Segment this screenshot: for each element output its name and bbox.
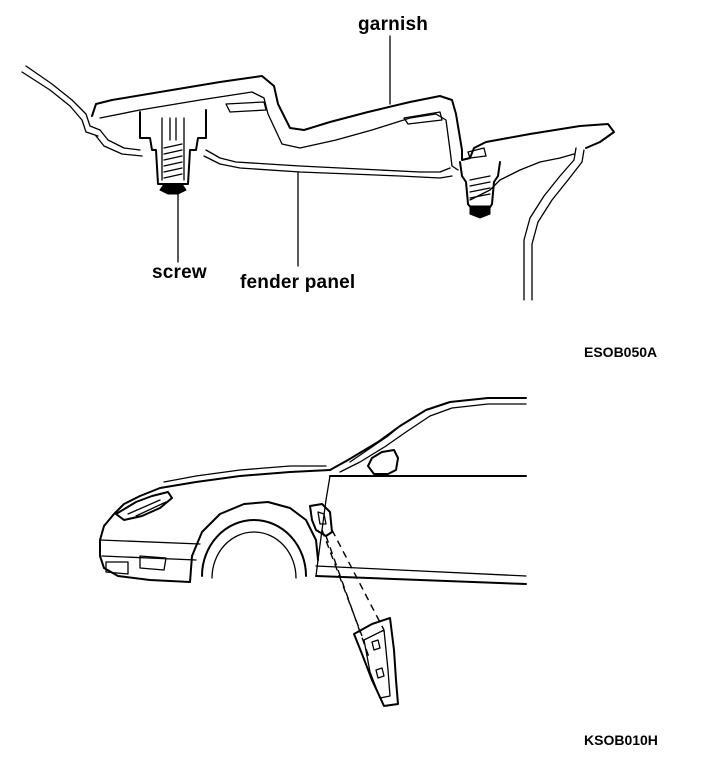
removed-garnish-inner xyxy=(364,630,390,698)
left-screw-threads xyxy=(164,144,182,178)
removed-garnish-clips xyxy=(372,640,384,678)
a-pillar xyxy=(350,426,400,462)
front-tire xyxy=(202,520,306,576)
left-clip-boss xyxy=(140,110,206,184)
garnish-rib-3 xyxy=(468,148,486,158)
side-mirror xyxy=(368,450,398,474)
fender-panel-line xyxy=(100,130,574,200)
right-screw-head xyxy=(470,206,490,218)
garnish-label: garnish xyxy=(358,14,429,35)
fender-panel-label: fender panel xyxy=(240,272,356,293)
tire-arc-inner xyxy=(212,532,296,578)
removed-garnish xyxy=(354,618,398,706)
figure-code-bottom: KSOB010H xyxy=(584,732,658,748)
removal-guide-2 xyxy=(332,530,384,630)
body-panel-left-line-inner xyxy=(22,72,98,136)
hood-crease xyxy=(164,466,326,482)
figure-code-top: ESOB050A xyxy=(584,344,658,360)
car-roofline-inner xyxy=(340,404,526,472)
garnish-location-clip xyxy=(318,512,326,524)
car-roofline xyxy=(330,398,526,470)
body-side-line xyxy=(316,566,526,576)
bumper-intake xyxy=(106,562,128,574)
fender-panel-line-lower xyxy=(96,136,452,178)
removal-guide-3 xyxy=(326,536,370,660)
body-panel-left-line xyxy=(26,66,100,130)
removal-guide-1 xyxy=(322,530,362,636)
bumper-line-2 xyxy=(102,556,196,560)
headlight-inner xyxy=(128,500,166,516)
garnish-rib-2 xyxy=(404,112,442,124)
garnish-rib-1 xyxy=(226,102,266,112)
wheel-arch xyxy=(190,502,318,582)
headlight xyxy=(116,492,172,520)
bumper-line-1 xyxy=(100,540,200,544)
car-front-figure xyxy=(0,380,704,740)
rocker-line xyxy=(316,576,526,584)
left-screw-head xyxy=(160,184,186,194)
screw-label: screw xyxy=(152,262,207,283)
front-bumper xyxy=(100,526,190,582)
garnish-location xyxy=(310,504,332,536)
body-panel-right-line-inner xyxy=(532,150,584,300)
fog-lamp xyxy=(140,556,166,570)
door-front-edge xyxy=(316,476,330,576)
cross-section-figure xyxy=(0,0,704,330)
right-screw-threads xyxy=(470,176,490,198)
car-hood xyxy=(104,470,330,526)
garnish-outline xyxy=(92,76,614,160)
body-panel-right-line xyxy=(524,148,576,300)
left-clip-inner xyxy=(162,118,184,180)
garnish-inner-line xyxy=(100,92,458,170)
